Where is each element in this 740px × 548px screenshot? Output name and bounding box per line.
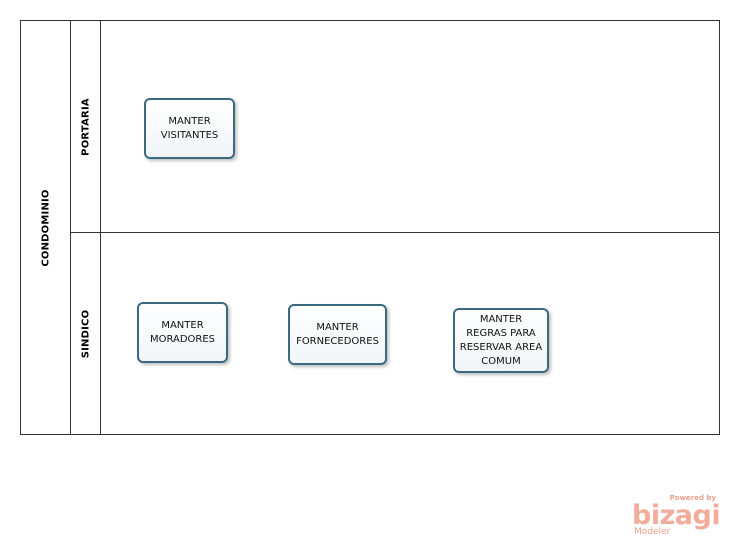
lane-header-sindico: SINDICO	[71, 233, 101, 434]
pool-header: CONDOMINIO	[21, 21, 71, 434]
lane-sindico: SINDICO	[71, 233, 719, 434]
bizagi-logo: bizagi	[632, 500, 721, 531]
lane-portaria: PORTARIA	[71, 21, 719, 233]
watermark-powered-by: Powered by	[669, 494, 716, 502]
task-manter-visitantes[interactable]: MANTER VISITANTES	[144, 98, 235, 159]
pool-condominio: CONDOMINIO PORTARIA SINDICO	[20, 20, 720, 435]
lane-header-portaria: PORTARIA	[71, 21, 101, 232]
bizagi-watermark: Powered by bizagi Modeler	[632, 494, 722, 538]
task-manter-moradores[interactable]: MANTER MORADORES	[137, 302, 228, 363]
task-manter-regras-reservar-area-comum[interactable]: MANTER REGRAS PARA RESERVAR AREA COMUM	[453, 308, 549, 373]
lane-label-sindico: SINDICO	[80, 309, 91, 358]
pool-label: CONDOMINIO	[40, 188, 51, 267]
task-manter-fornecedores[interactable]: MANTER FORNECEDORES	[288, 304, 387, 365]
watermark-modeler: Modeler	[634, 527, 671, 537]
lane-label-portaria: PORTARIA	[80, 97, 91, 156]
